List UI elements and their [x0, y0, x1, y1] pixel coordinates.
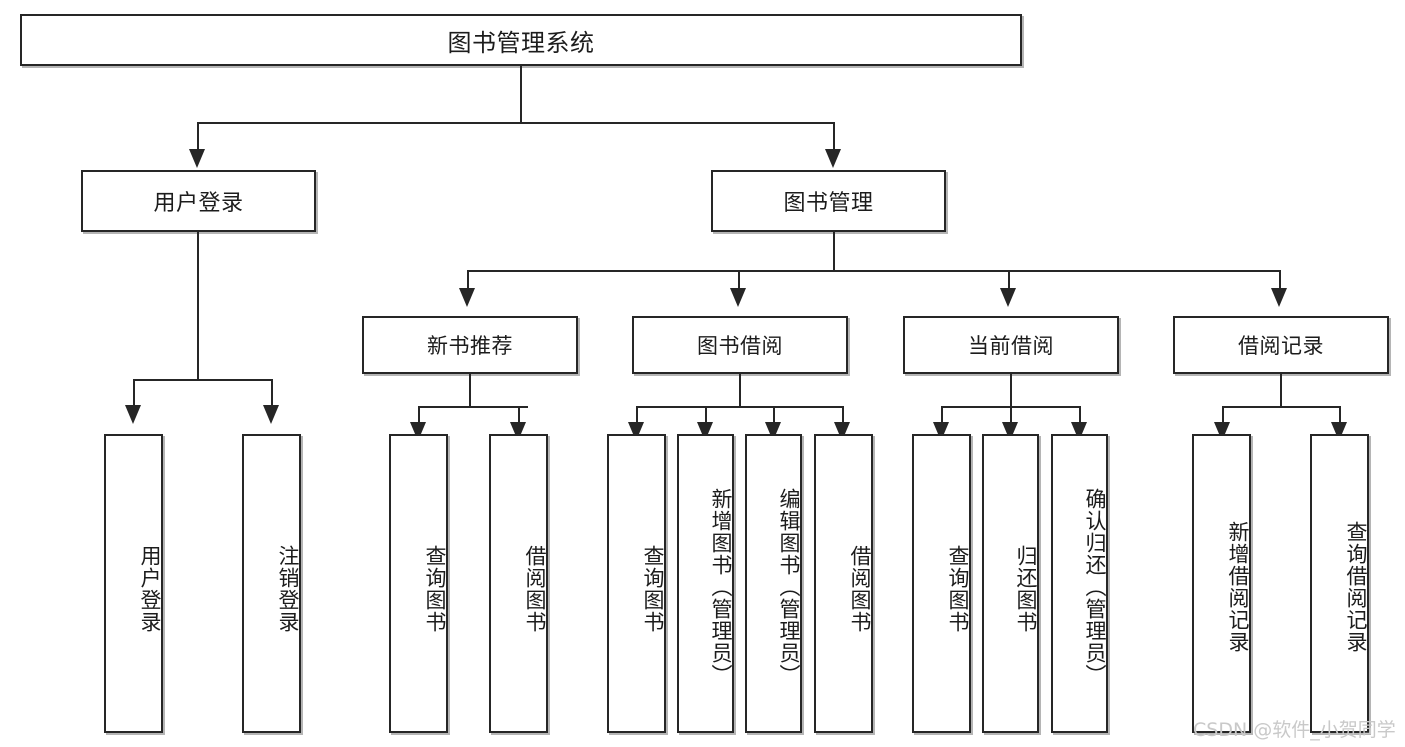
edge-book-management-bus	[467, 270, 1281, 272]
arrow-bm-to-book-borrow	[730, 288, 746, 307]
leaf-book-borrow-edit-book-admin[interactable]: 编辑图书（管理员）	[745, 434, 802, 733]
leaf-book-borrow-add-book-admin[interactable]: 新增图书（管理员）	[677, 434, 734, 733]
node-label: 新增借阅记录	[1226, 520, 1250, 653]
arrow-bm-to-current-borrow	[1000, 288, 1016, 307]
leaf-book-borrow-borrow-book[interactable]: 借阅图书	[814, 434, 873, 733]
edge-book-borrow-stem	[739, 374, 741, 407]
edge-bm-to-current-borrow	[1008, 270, 1010, 290]
node-borrow-record[interactable]: 借阅记录	[1173, 316, 1389, 374]
arrow-root-to-book-management	[825, 149, 841, 168]
edge-bm-to-book-borrow	[738, 270, 740, 290]
node-label: 用户登录	[153, 191, 244, 216]
edge-bm-to-borrow-record	[1279, 270, 1281, 290]
edge-root-to-user-login	[197, 122, 199, 151]
node-label: 查询图书	[641, 544, 665, 633]
leaf-borrow-record-add-record[interactable]: 新增借阅记录	[1192, 434, 1251, 733]
edge-user-login-to-leaf-2	[271, 379, 273, 407]
arrow-user-login-to-leaf-2	[263, 405, 279, 424]
edge-root-stem	[520, 66, 522, 123]
arrow-user-login-to-leaf-1	[125, 405, 141, 424]
node-user-login[interactable]: 用户登录	[81, 170, 316, 232]
edge-user-login-stem	[197, 232, 199, 380]
edge-current-borrow-to-leaf-1	[941, 406, 943, 426]
edge-root-to-book-management	[833, 122, 835, 151]
edge-book-borrow-to-leaf-1	[636, 406, 638, 426]
node-label: 借阅图书	[848, 544, 872, 633]
node-label: 新书推荐	[427, 334, 513, 358]
edge-book-management-stem	[833, 232, 835, 272]
node-label: 注销登录	[276, 544, 300, 633]
node-new-book-recommend[interactable]: 新书推荐	[362, 316, 578, 374]
node-label: 查询图书	[423, 544, 447, 633]
node-current-borrow[interactable]: 当前借阅	[903, 316, 1119, 374]
node-label: 确认归还（管理员）	[1083, 487, 1107, 686]
node-label: 当前借阅	[968, 334, 1054, 358]
edge-root-bus	[197, 122, 834, 124]
arrow-root-to-user-login	[189, 149, 205, 168]
edge-current-borrow-stem	[1010, 374, 1012, 407]
edge-book-borrow-bus	[636, 406, 844, 408]
edge-new-book-to-leaf-1	[418, 406, 420, 426]
arrow-bm-to-borrow-record	[1271, 288, 1287, 307]
edge-borrow-record-to-leaf-1	[1222, 406, 1224, 426]
leaf-new-book-query-book[interactable]: 查询图书	[389, 434, 448, 733]
leaf-current-borrow-return-book[interactable]: 归还图书	[982, 434, 1039, 733]
edge-borrow-record-bus	[1222, 406, 1340, 408]
edge-current-borrow-to-leaf-2	[1010, 406, 1012, 426]
edge-new-book-to-leaf-2	[518, 406, 520, 426]
node-book-management[interactable]: 图书管理	[711, 170, 946, 232]
edge-user-login-bus	[133, 379, 273, 381]
node-label: 借阅记录	[1238, 334, 1324, 358]
leaf-current-borrow-confirm-return-admin[interactable]: 确认归还（管理员）	[1051, 434, 1108, 733]
leaf-current-borrow-query-book[interactable]: 查询图书	[912, 434, 971, 733]
edge-book-borrow-to-leaf-4	[842, 406, 844, 426]
node-label: 图书管理系统	[447, 28, 595, 57]
node-book-borrow[interactable]: 图书借阅	[632, 316, 848, 374]
edge-book-borrow-to-leaf-3	[773, 406, 775, 426]
node-label: 查询图书	[946, 544, 970, 633]
leaf-borrow-record-query-record[interactable]: 查询借阅记录	[1310, 434, 1369, 733]
node-label: 图书管理	[783, 191, 874, 216]
edge-user-login-to-leaf-1	[133, 379, 135, 407]
edge-borrow-record-to-leaf-2	[1339, 406, 1341, 426]
node-root-book-management-system[interactable]: 图书管理系统	[20, 14, 1022, 66]
leaf-book-borrow-query-book[interactable]: 查询图书	[607, 434, 666, 733]
edge-book-borrow-to-leaf-2	[705, 406, 707, 426]
node-label: 图书借阅	[697, 334, 783, 358]
arrow-bm-to-new-book	[459, 288, 475, 307]
node-label: 归还图书	[1014, 544, 1038, 633]
node-label: 查询借阅记录	[1344, 520, 1368, 653]
edge-borrow-record-stem	[1280, 374, 1282, 407]
node-label: 借阅图书	[523, 544, 547, 633]
edge-bm-to-new-book	[467, 270, 469, 290]
leaf-user-login-logout[interactable]: 注销登录	[242, 434, 301, 733]
edge-new-book-stem	[469, 374, 471, 407]
leaf-user-login-login[interactable]: 用户登录	[104, 434, 163, 733]
node-label: 用户登录	[138, 544, 162, 633]
leaf-new-book-borrow-book[interactable]: 借阅图书	[489, 434, 548, 733]
node-label: 编辑图书（管理员）	[777, 487, 801, 686]
edge-new-book-bus	[418, 406, 528, 408]
edge-current-borrow-to-leaf-3	[1079, 406, 1081, 426]
node-label: 新增图书（管理员）	[709, 487, 733, 686]
